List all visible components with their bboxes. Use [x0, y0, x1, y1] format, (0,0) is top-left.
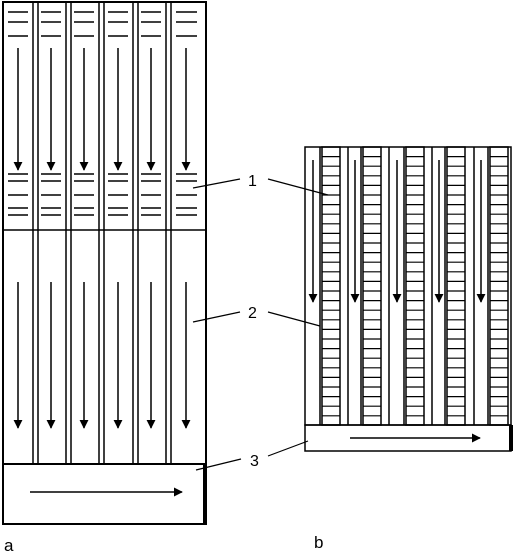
callout-2-label: 2 — [248, 305, 257, 322]
callout-2: 2 — [192, 305, 321, 327]
panel-b-label: b — [314, 533, 323, 552]
panel-a-upper-arrows — [13, 48, 191, 171]
callout-1-label: 1 — [248, 173, 257, 190]
panel-a-label: a — [4, 536, 14, 555]
panel-b — [304, 146, 513, 452]
panel-a-top-bands — [8, 11, 197, 216]
callout-3-label: 3 — [250, 453, 259, 470]
panel-b-ladder-rungs — [322, 156, 508, 417]
panel-a-lower-arrows — [13, 282, 191, 429]
panel-a-collector — [2, 463, 207, 525]
panel-b-frame — [304, 146, 512, 426]
panel-b-arrows — [308, 160, 486, 303]
panel-a — [2, 1, 207, 525]
panel-a-columns — [32, 2, 172, 464]
callout-1: 1 — [192, 173, 329, 196]
panel-b-columns — [319, 146, 509, 426]
callout-3: 3 — [195, 440, 309, 471]
